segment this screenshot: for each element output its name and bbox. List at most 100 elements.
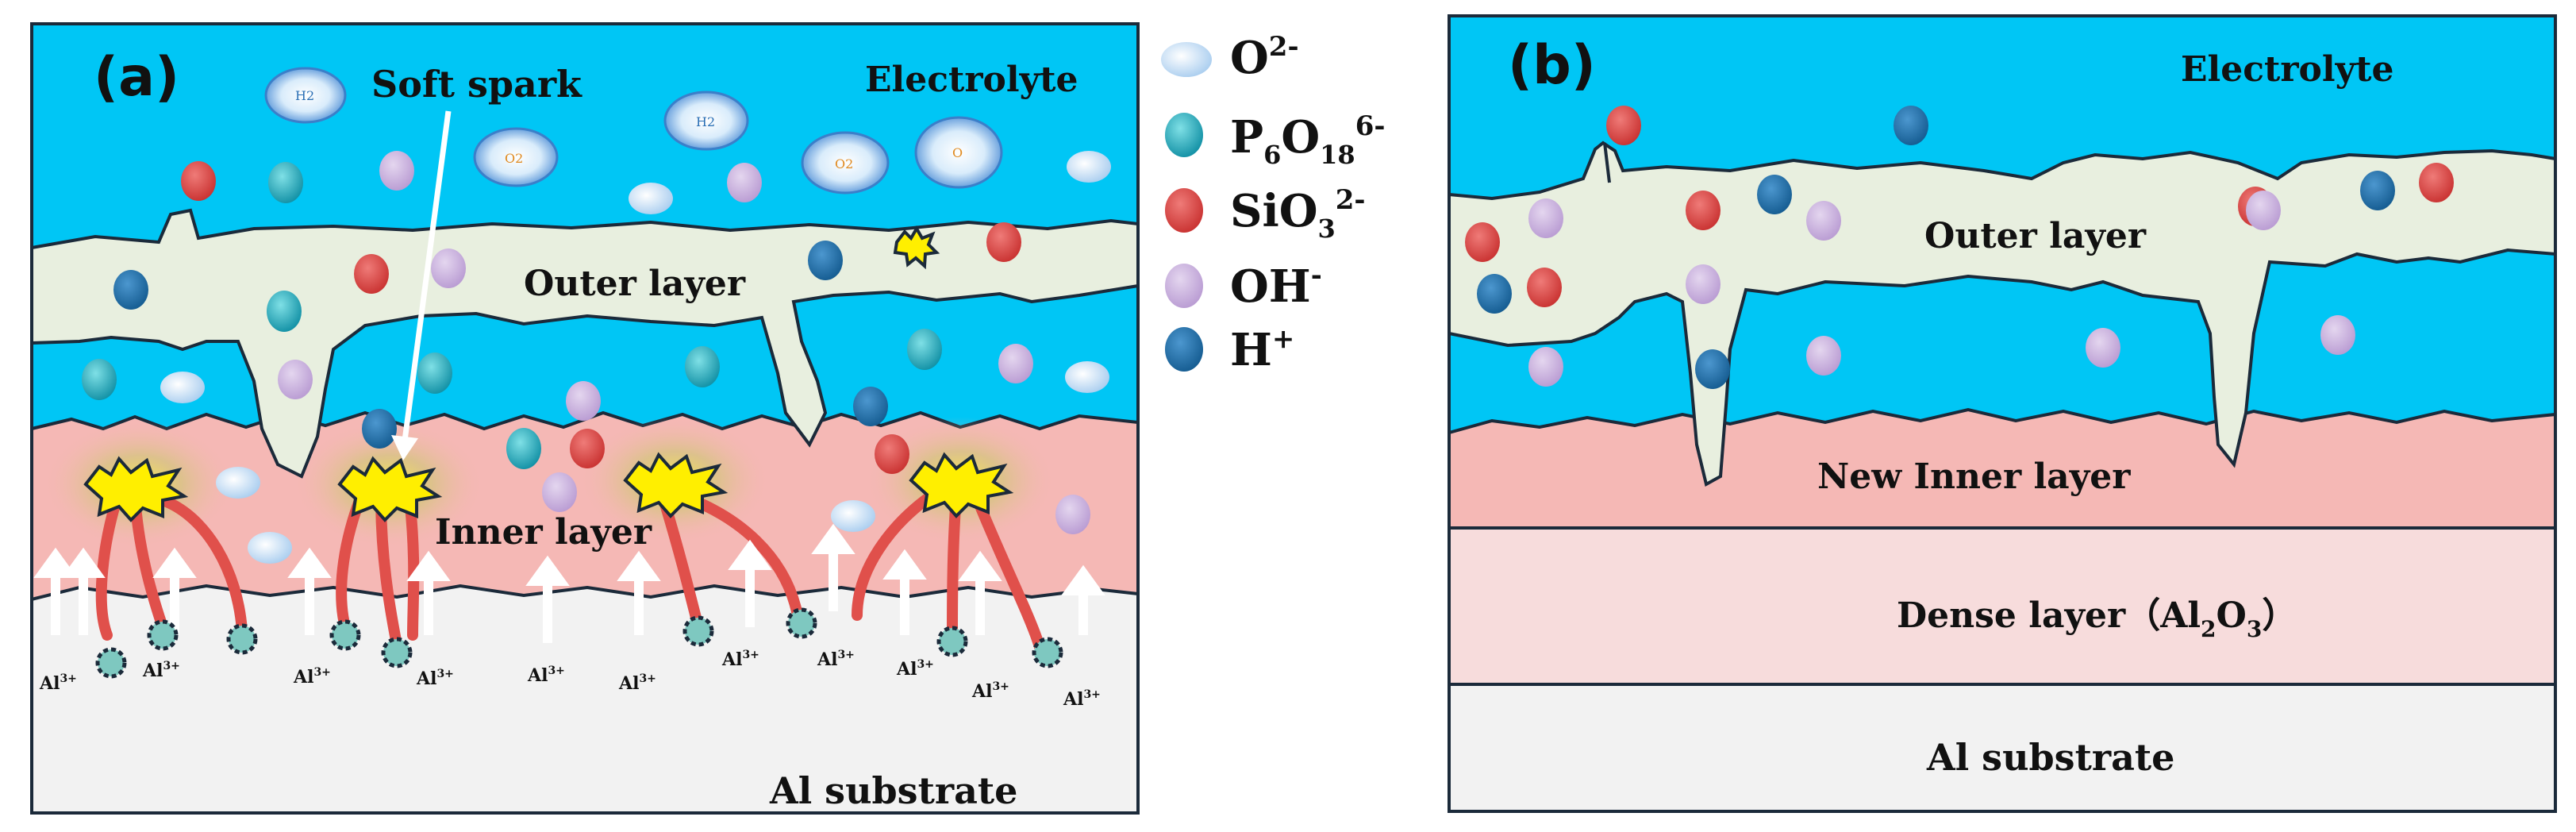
gas-bubble-label: H2 (295, 88, 314, 103)
gas-bubbles: H2 O2 H2 O2 O (264, 67, 1003, 195)
oh-ion (2086, 328, 2120, 368)
panel-a-border (30, 22, 1140, 815)
al-ion-gear (147, 619, 179, 651)
dense-layer-label: Dense layer（Al2O3） (1897, 595, 2297, 642)
o2-ion (216, 467, 260, 499)
al-substrate-label-a: Al substrate (769, 769, 1017, 812)
legend-h-swatch (1165, 327, 1203, 372)
o2-ion (1067, 151, 1111, 183)
spark-burst (337, 456, 443, 522)
h-ion (2360, 171, 2395, 210)
svg-text:Al3+: Al3+ (817, 649, 855, 670)
al-ion-gear (329, 619, 361, 651)
legend-sio3-label: SiO32- (1230, 184, 1366, 244)
inner-layer-label: Inner layer (435, 512, 652, 553)
sio3-ion (354, 254, 389, 294)
soft-spark-arrow (402, 110, 452, 441)
ions-panel-a (82, 151, 1111, 564)
sio3-ion (570, 429, 605, 468)
svg-text:Al3+: Al3+ (896, 658, 934, 680)
svg-text:Al3+: Al3+ (527, 664, 565, 686)
soft-spark-label: Soft spark (371, 63, 582, 106)
al-substrate-label-b: Al substrate (1926, 736, 2174, 779)
legend-sio3-swatch (1165, 188, 1203, 233)
spark-burst (623, 452, 729, 518)
svg-text:Al3+: Al3+ (618, 672, 656, 694)
oh-ion (379, 151, 414, 191)
al-ion-gear (682, 615, 714, 647)
panel-a: Al3+ Al3+ Al3+ Al3+ Al3+ Al3+ Al3+ Al3+ … (30, 22, 1140, 815)
sio3-ion (1527, 268, 1562, 307)
al-ion-gears (95, 607, 1063, 679)
h-ion (1757, 175, 1792, 214)
spark-burst (909, 452, 1014, 518)
sio3-ion (2419, 163, 2454, 202)
gas-bubble-label: O2 (505, 151, 523, 166)
electrolyte-label-a: Electrolyte (865, 60, 1078, 100)
upward-arrows (33, 523, 1105, 643)
p6o18-ion (907, 329, 942, 370)
legend-o2-swatch (1161, 42, 1212, 77)
oh-ion (1806, 336, 1841, 376)
al-ion-gear (95, 647, 127, 679)
soft-spark-arrow-head (391, 435, 418, 460)
oh-ion (2246, 191, 2281, 230)
legend-p6o18-swatch (1165, 113, 1203, 157)
gas-bubble-label: O2 (835, 156, 853, 171)
svg-text:Al3+: Al3+ (721, 649, 759, 670)
svg-text:Al3+: Al3+ (416, 668, 454, 689)
svg-text:Al3+: Al3+ (1063, 688, 1101, 710)
gas-bubble-label: O (952, 145, 963, 160)
p6o18-ion (417, 352, 452, 394)
spark-burst (893, 225, 940, 270)
oh-ion (542, 472, 577, 512)
h-ion (808, 241, 843, 280)
oh-ion (727, 163, 762, 202)
legend-o2-label: O2- (1230, 31, 1299, 84)
legend-oh-swatch (1165, 264, 1203, 308)
legend-p6o18-label: P6O186- (1230, 110, 1385, 170)
outer-layer-region-b (1448, 141, 2557, 487)
p6o18-ion (506, 428, 541, 469)
al-ion-gear (381, 637, 413, 668)
svg-text:Al3+: Al3+ (39, 672, 77, 694)
h-ion (1477, 274, 1512, 314)
h-ion (1695, 349, 1730, 389)
svg-text:Al3+: Al3+ (971, 680, 1009, 702)
h-ion (1894, 106, 1928, 145)
oh-ion (431, 248, 466, 288)
panel-b: (b) Electrolyte Outer layer New Inner la… (1448, 14, 2557, 813)
o2-ion (160, 372, 205, 403)
al-substrate-region-b (1448, 683, 2557, 813)
sio3-ion (1686, 191, 1721, 230)
outer-layer-label-b: Outer layer (1924, 216, 2147, 256)
o2-ion (248, 532, 292, 564)
svg-text:Al3+: Al3+ (293, 666, 331, 688)
h-ion (853, 387, 888, 426)
oh-ion (278, 360, 313, 399)
svg-text:Al3+: Al3+ (142, 660, 180, 681)
o2-ion (1065, 361, 1109, 393)
p6o18-ion (267, 291, 302, 332)
al-ion-gear (936, 626, 968, 657)
p6o18-ion (268, 162, 303, 203)
oh-ion (1528, 347, 1563, 387)
h-ion (113, 270, 148, 310)
o2-ion (831, 500, 875, 532)
al-ion-gear (1032, 637, 1063, 668)
oh-ion (1806, 201, 1841, 241)
o2-ion (629, 183, 673, 214)
spark-bursts (83, 225, 1014, 522)
spark-burst (83, 456, 189, 522)
gas-bubble (914, 116, 1003, 189)
oh-ion (566, 381, 601, 421)
oh-ion (1055, 495, 1090, 534)
al-ion-gear (226, 623, 258, 655)
new-inner-layer-label: New Inner layer (1817, 456, 2131, 497)
outer-layer-connector (1603, 142, 1611, 183)
sio3-ion (1465, 222, 1500, 262)
p6o18-ion (82, 359, 117, 400)
gas-bubble (663, 91, 749, 151)
h-ion (362, 409, 397, 449)
